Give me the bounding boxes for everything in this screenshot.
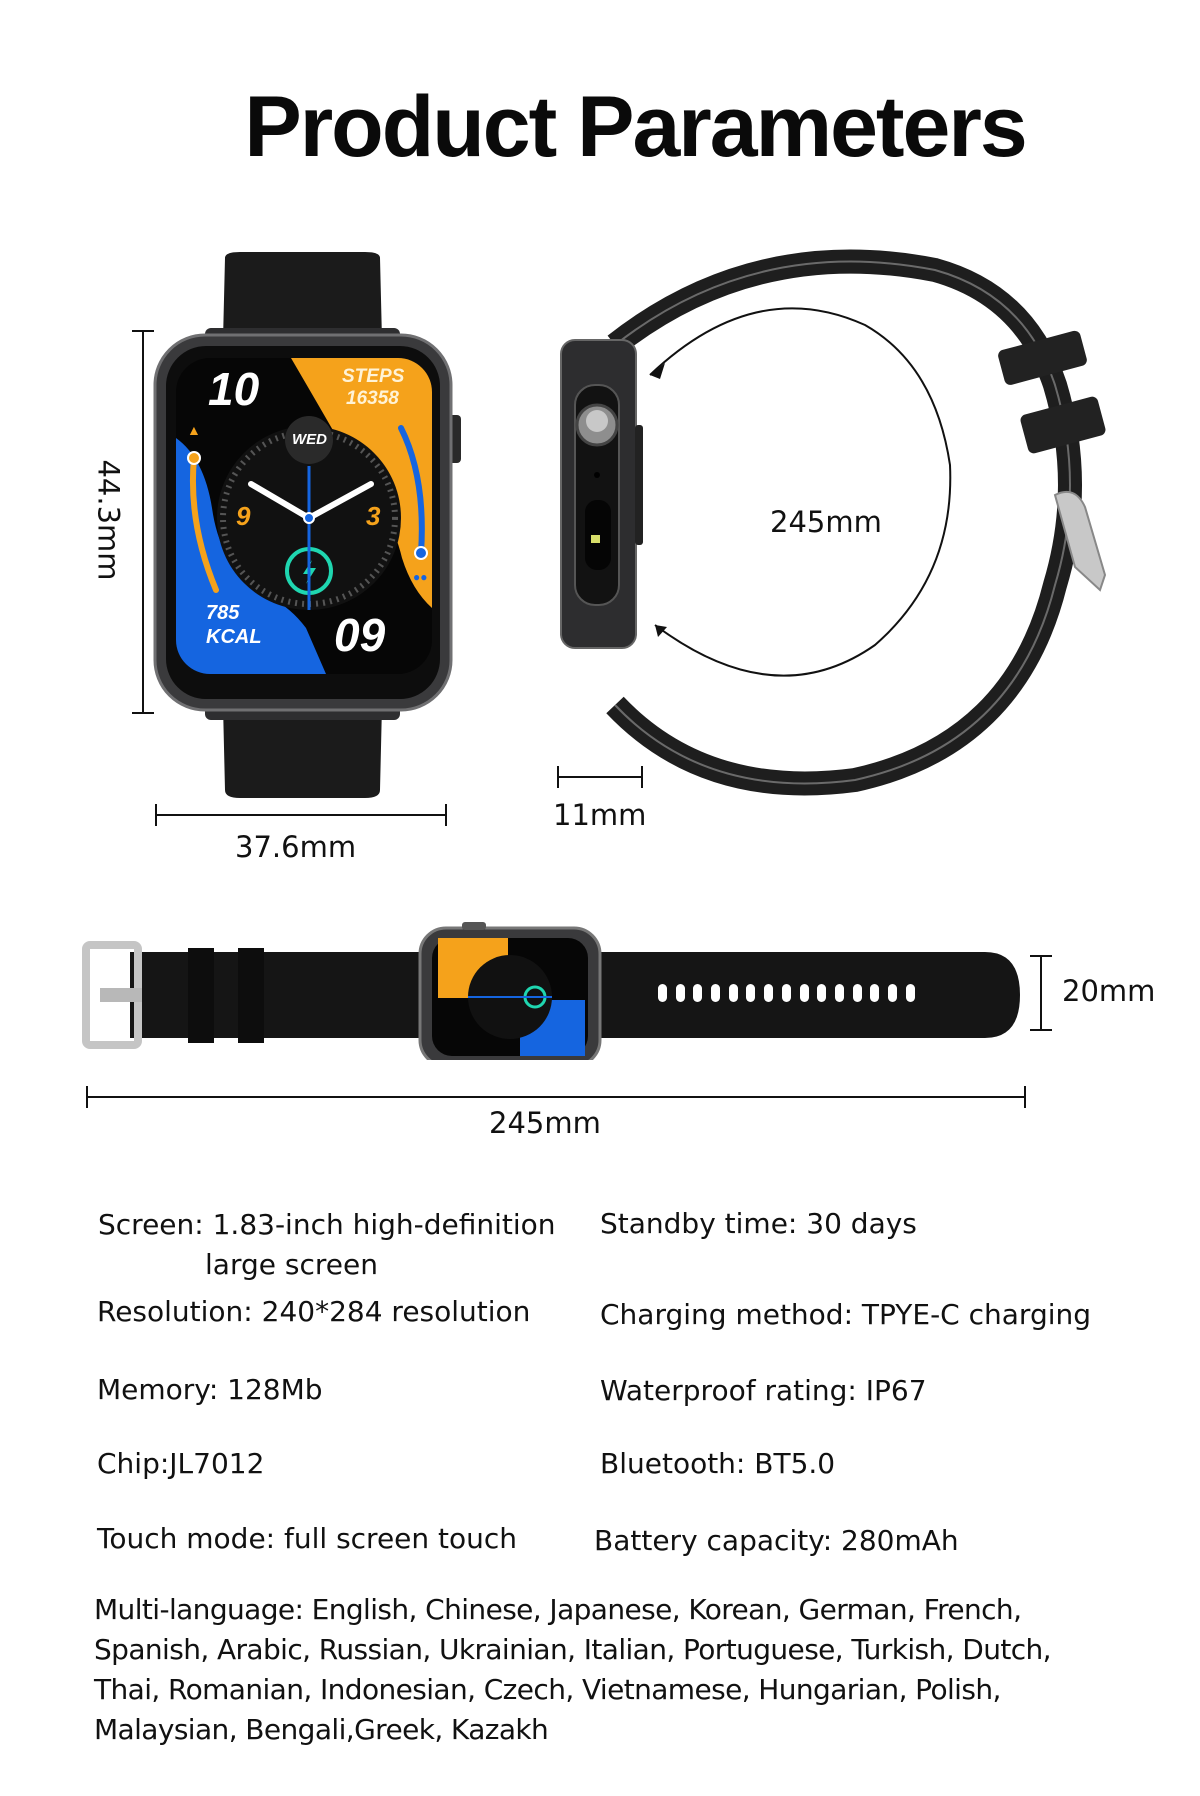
width-label: 37.6mm bbox=[235, 830, 357, 864]
dial-numeral-3: 3 bbox=[366, 501, 381, 531]
strap-width-dimension-line bbox=[1030, 955, 1052, 1031]
total-length-dimension-line bbox=[86, 1086, 1026, 1108]
languages-line-2: Spanish, Arabic, Russian, Ukrainian, Ita… bbox=[94, 1633, 1052, 1666]
spec-touch-mode: Touch mode: full screen touch bbox=[97, 1522, 518, 1555]
watch-kcal-label: KCAL bbox=[206, 626, 262, 648]
spec-resolution: Resolution: 240*284 resolution bbox=[97, 1295, 531, 1328]
spec-memory: Memory: 128Mb bbox=[97, 1373, 323, 1406]
side-view-watch bbox=[555, 245, 1125, 805]
watch-day: WED bbox=[292, 431, 327, 448]
footsteps-icon: ●● bbox=[413, 570, 428, 584]
circumference-label: 245mm bbox=[770, 505, 882, 539]
spec-waterproof: Waterproof rating: IP67 bbox=[600, 1374, 927, 1407]
strap-width-label: 20mm bbox=[1062, 974, 1156, 1008]
total-length-label: 245mm bbox=[489, 1106, 601, 1140]
watch-steps-label: STEPS bbox=[342, 366, 405, 387]
strap-view-watch bbox=[80, 910, 1030, 1060]
watch-kcal-value: 785 bbox=[206, 602, 240, 624]
spec-screen: Screen: 1.83-inch high-definition bbox=[98, 1208, 556, 1241]
width-dimension-line bbox=[155, 804, 447, 826]
languages-line-4: Malaysian, Bengali,Greek, Kazakh bbox=[94, 1713, 549, 1746]
page-title: Product Parameters bbox=[244, 79, 1027, 175]
spec-languages: Multi-language: English, Chinese, Japane… bbox=[94, 1590, 1134, 1750]
spec-chip: Chip:JL7012 bbox=[97, 1447, 265, 1480]
watch-screen: 10 STEPS 16358 WED 9 3 785 KCAL 09 ▲ ●● bbox=[176, 358, 432, 674]
watch-steps-value: 16358 bbox=[346, 388, 399, 409]
flame-icon: ▲ bbox=[187, 422, 201, 438]
thickness-label: 11mm bbox=[553, 798, 647, 832]
height-dimension-line bbox=[132, 330, 154, 714]
spec-screen-continuation: large screen bbox=[205, 1248, 378, 1281]
languages-line-1: Multi-language: English, Chinese, Japane… bbox=[94, 1593, 1022, 1626]
watch-hour: 10 bbox=[208, 363, 260, 415]
spec-charging: Charging method: TPYE-C charging bbox=[600, 1298, 1092, 1331]
spec-battery: Battery capacity: 280mAh bbox=[594, 1524, 959, 1557]
spec-bluetooth: Bluetooth: BT5.0 bbox=[600, 1447, 836, 1480]
strap-holes bbox=[658, 984, 958, 1004]
thickness-dimension-line bbox=[557, 766, 643, 788]
watch-minute: 09 bbox=[334, 609, 386, 661]
spec-standby: Standby time: 30 days bbox=[600, 1207, 917, 1240]
height-label: 44.3mm bbox=[91, 459, 126, 581]
dial-numeral-9: 9 bbox=[236, 501, 251, 531]
languages-line-3: Thai, Romanian, Indonesian, Czech, Vietn… bbox=[94, 1673, 1001, 1706]
